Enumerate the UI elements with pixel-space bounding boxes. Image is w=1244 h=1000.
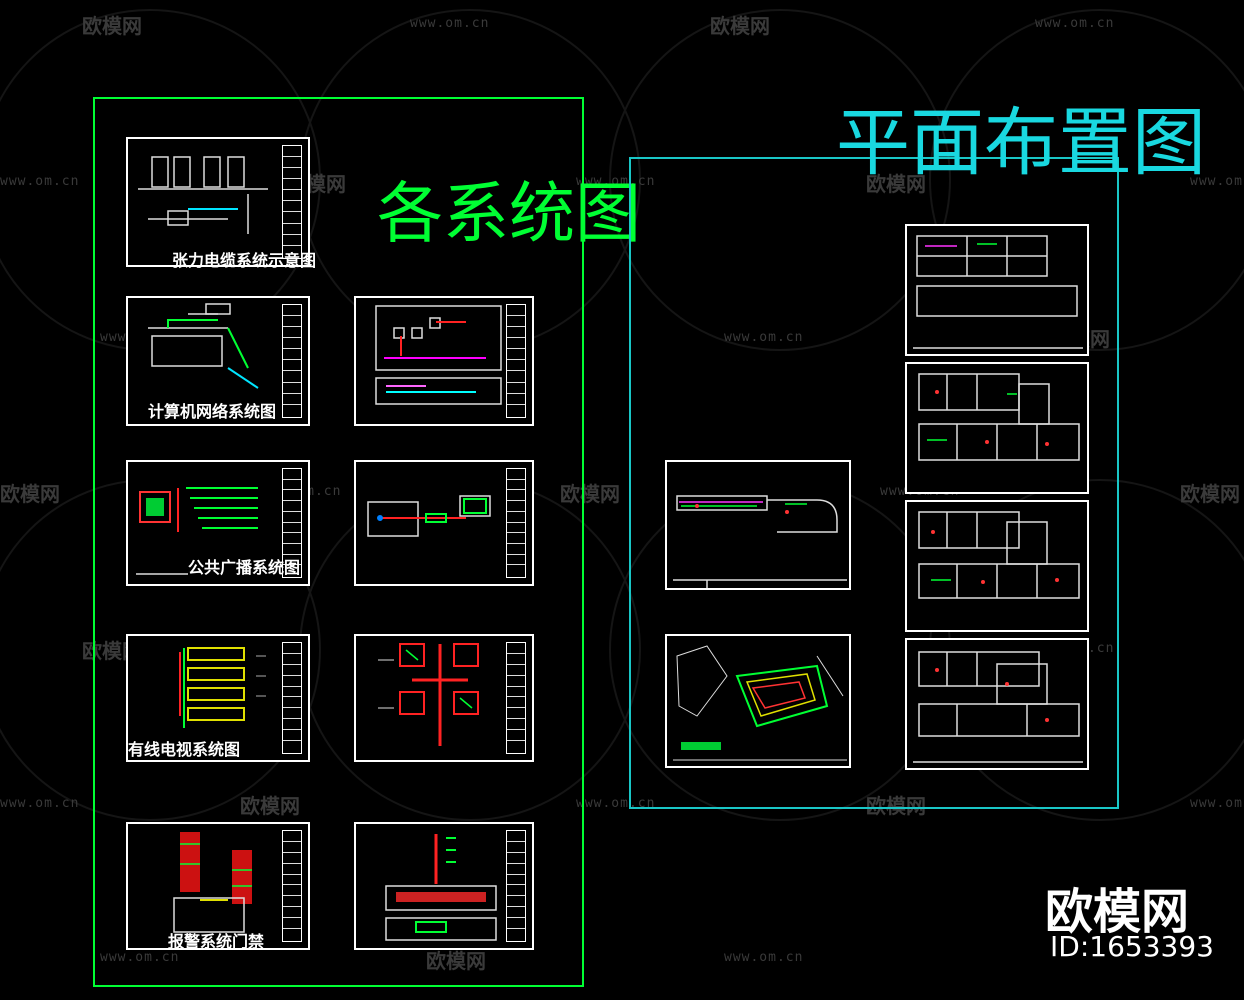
watermark-brand: 欧模网 <box>1180 482 1240 506</box>
systems-group-title: 各系统图 <box>377 175 641 252</box>
floor-plan-sheet[interactable] <box>665 634 851 768</box>
title-block <box>282 642 302 754</box>
drawing-sheet[interactable]: 张力电缆系统示意图 <box>126 137 316 270</box>
drawing-content <box>673 495 847 588</box>
watermark-url: www.om.cn <box>1035 16 1115 31</box>
watermark-url: www.om.cn <box>576 174 656 189</box>
watermark-brand: 欧模网 <box>426 949 486 973</box>
drawing-content <box>367 495 491 537</box>
watermark-brand: 欧模网 <box>560 482 620 506</box>
systems-group-frame <box>93 97 584 987</box>
title-block <box>506 304 526 418</box>
title-block <box>282 830 302 942</box>
title-block <box>282 304 302 418</box>
watermark-url: www.om.cn <box>0 174 80 189</box>
plans-group-frame <box>629 157 1119 809</box>
drawing-content <box>138 156 268 234</box>
sheet-caption: 计算机网络系统图 <box>148 402 277 421</box>
floor-plan-sheet[interactable] <box>665 460 851 590</box>
drawing-content <box>173 832 252 933</box>
watermark-brand: 欧模网 <box>82 14 142 38</box>
sheet-caption: 报警系统门禁 <box>168 932 265 951</box>
watermark-url: www.om.cn <box>724 330 804 345</box>
title-block <box>506 468 526 578</box>
drawing-content <box>375 305 502 405</box>
floor-plan-sheet[interactable] <box>905 362 1089 494</box>
sheet-caption: 张力电缆系统示意图 <box>172 251 317 270</box>
floor-plan-sheet[interactable] <box>905 500 1089 632</box>
watermark-url: www.om.cn <box>724 950 804 965</box>
drawing-sheet[interactable]: 报警系统门禁 <box>126 822 310 951</box>
sheet-caption: 公共广播系统图 <box>188 558 301 577</box>
drawing-content <box>136 487 258 575</box>
drawing-sheet[interactable]: 计算机网络系统图 <box>126 296 310 426</box>
drawing-content <box>673 645 847 761</box>
asset-id: ID:1653393 <box>1050 930 1214 963</box>
watermark-brand: 欧模网 <box>866 172 926 196</box>
title-block <box>282 468 302 578</box>
drawing-sheet[interactable]: 有线电视系统图 <box>126 634 310 762</box>
watermark-url: www.om.cn <box>1190 796 1244 811</box>
drawing-content <box>918 373 1080 461</box>
watermark-url: www.om.cn <box>410 16 490 31</box>
drawing-content <box>913 235 1083 349</box>
watermark-brand: 欧模网 <box>0 482 60 506</box>
drawing-content <box>918 511 1080 599</box>
drawing-content <box>148 303 259 389</box>
watermark-brand: 欧模网 <box>866 794 926 818</box>
drawing-content <box>913 651 1083 763</box>
floor-plan-sheet[interactable] <box>905 224 1089 356</box>
drawing-sheet[interactable] <box>354 634 534 762</box>
plans-group-title: 平面布置图 <box>836 100 1206 186</box>
drawing-content <box>378 643 479 746</box>
watermark-brand: 欧模网 <box>710 14 770 38</box>
sheet-caption: 有线电视系统图 <box>128 740 241 759</box>
floor-plan-sheet[interactable] <box>905 638 1089 770</box>
drawing-content <box>179 647 266 728</box>
drawing-content <box>385 834 497 941</box>
title-block <box>282 145 302 259</box>
drawing-sheet[interactable] <box>354 822 534 950</box>
drawing-sheet[interactable] <box>354 460 534 586</box>
watermark-url: www.om.cn <box>0 796 80 811</box>
brand-logo: 欧模网 <box>1045 884 1190 940</box>
watermark-url: www.om.cn <box>100 950 180 965</box>
drawing-sheet[interactable] <box>540 960 541 961</box>
title-block <box>506 642 526 754</box>
watermark-brand: 欧模网 <box>240 794 300 818</box>
watermark-url: www.om.cn <box>1190 174 1244 189</box>
drawing-sheet[interactable]: 公共广播系统图 <box>126 460 310 586</box>
title-block <box>506 830 526 942</box>
drawing-sheet[interactable] <box>354 296 534 426</box>
